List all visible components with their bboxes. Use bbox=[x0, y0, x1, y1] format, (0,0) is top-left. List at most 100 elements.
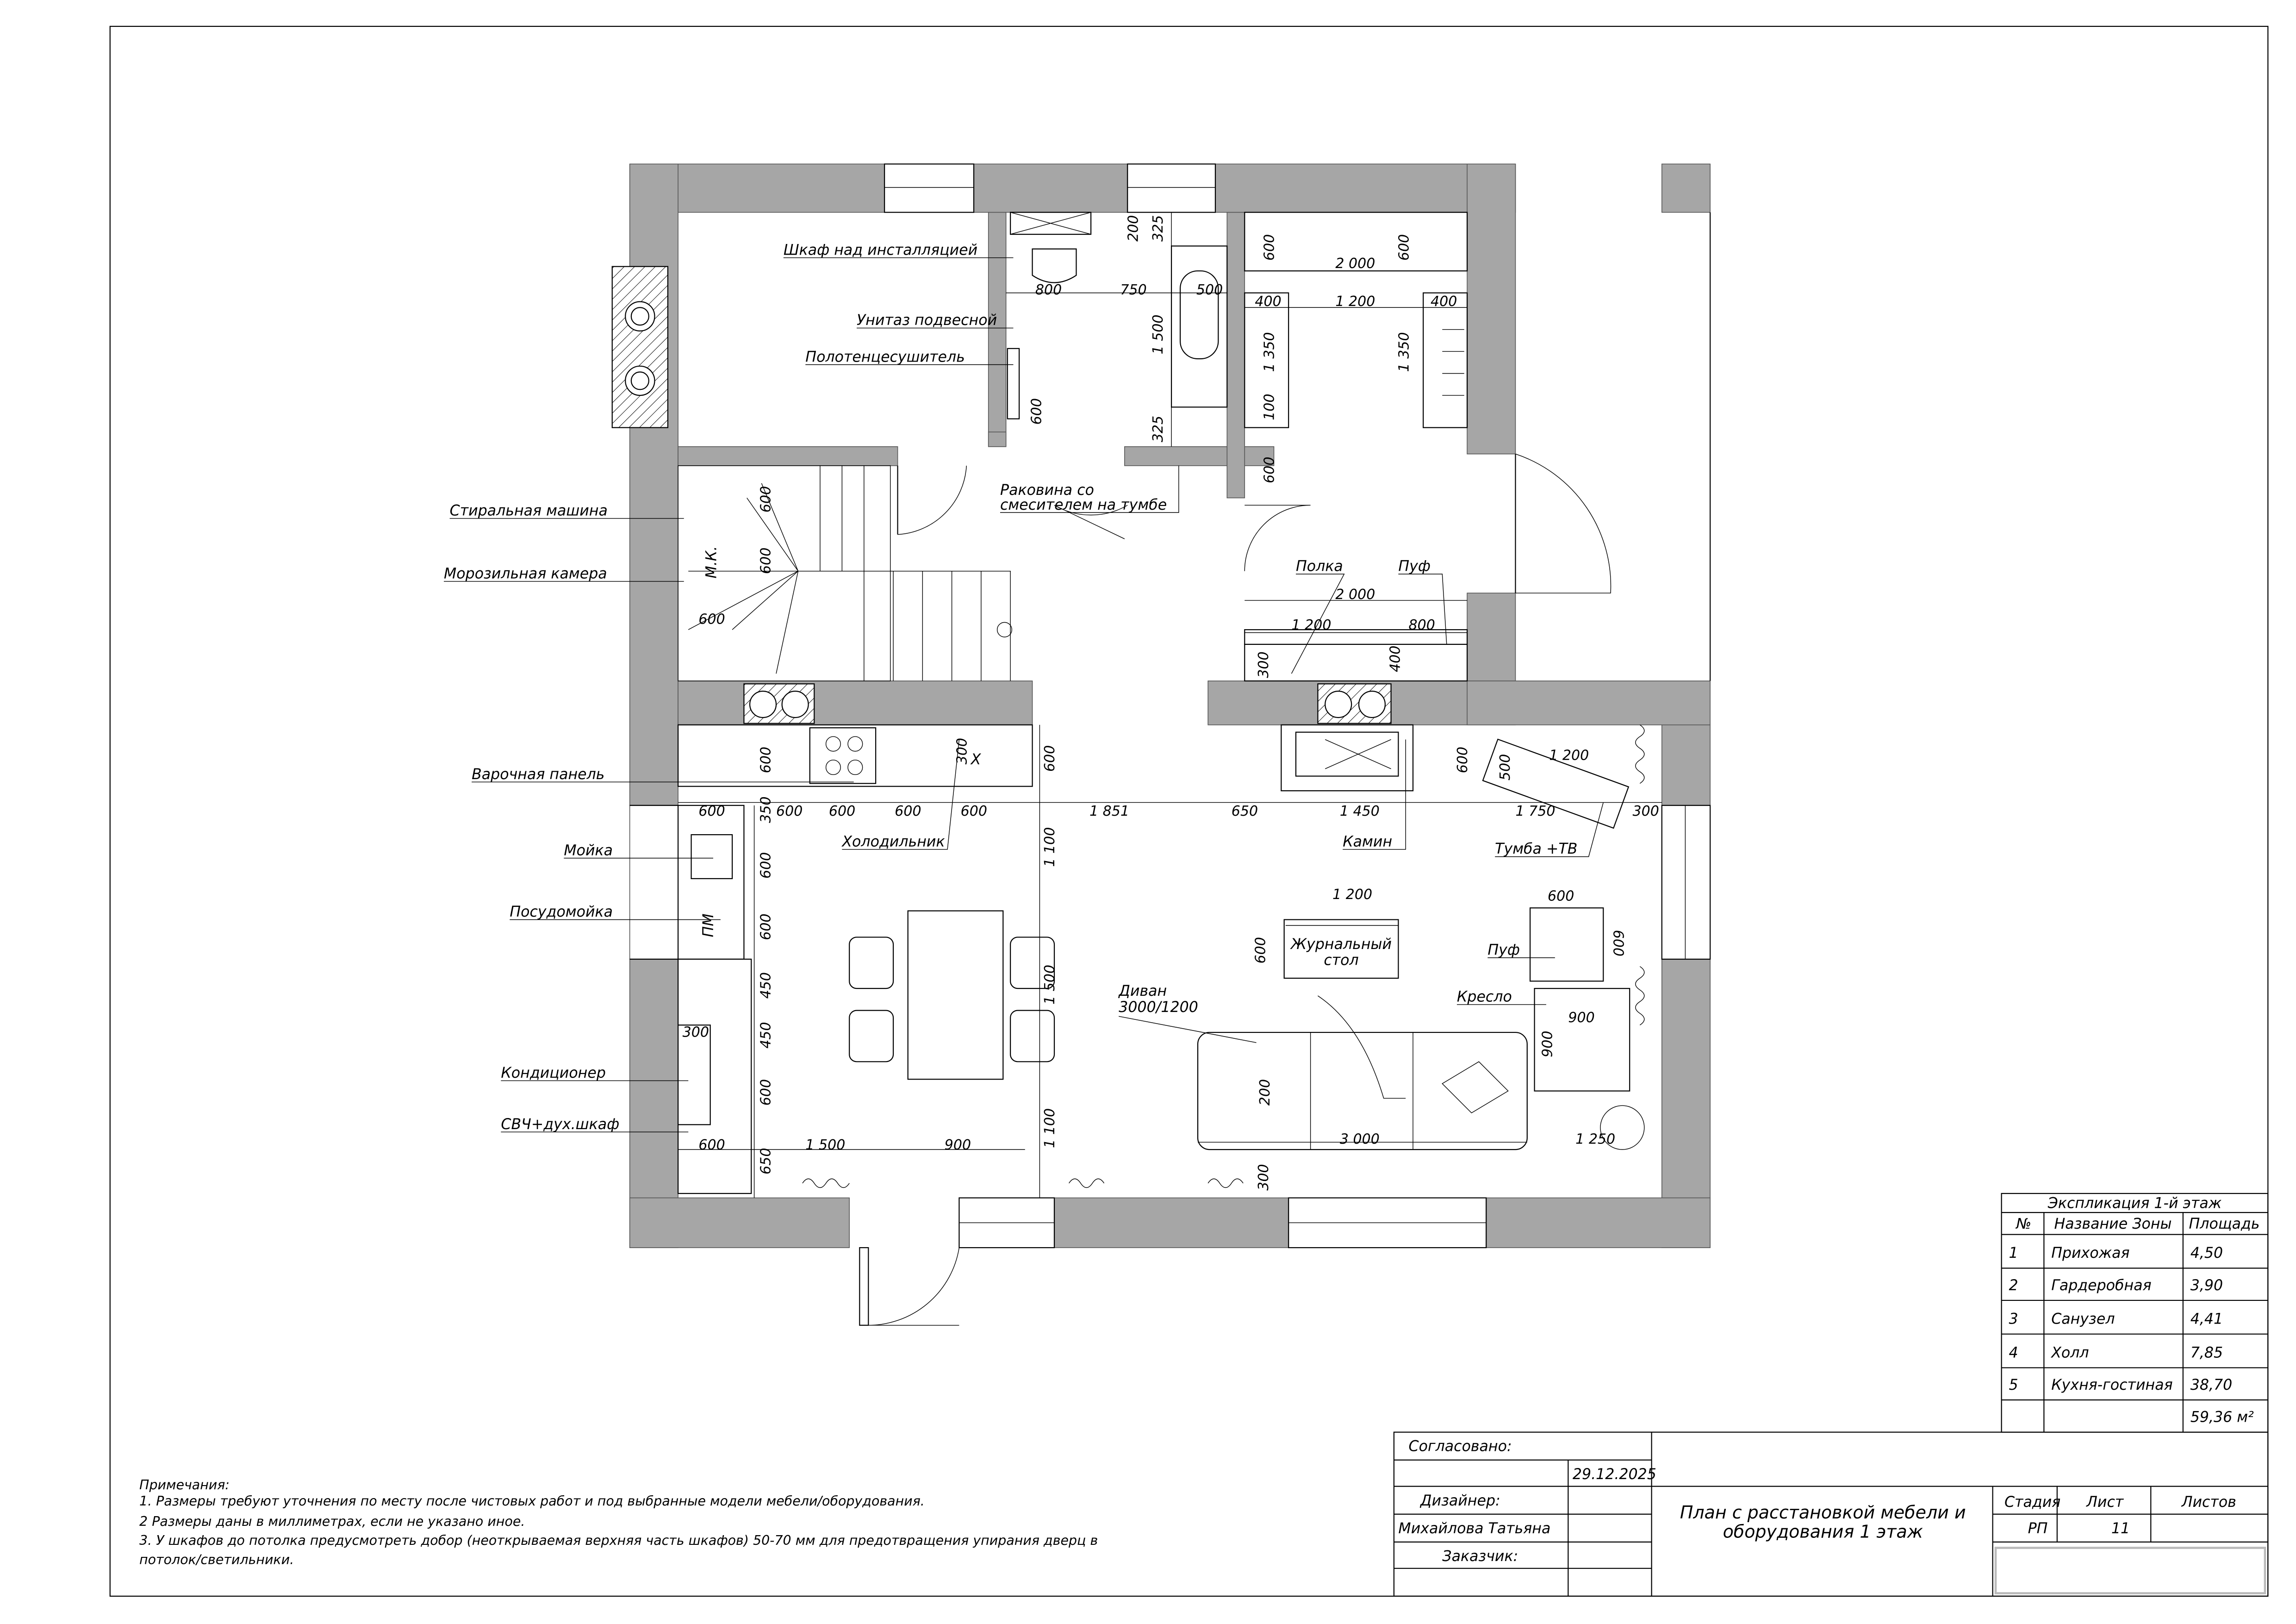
note-item: 2 Размеры даны в миллиметрах, если не ук… bbox=[139, 1514, 525, 1529]
dim: 600 bbox=[1042, 745, 1058, 772]
dim: 1 350 bbox=[1262, 332, 1278, 372]
dim: 1 200 bbox=[1291, 617, 1331, 633]
label-sofa-2: 3000/1200 bbox=[1119, 999, 1198, 1016]
label-dishwasher-tag: ПМ bbox=[700, 913, 717, 937]
label-freezer-tag: М.К. bbox=[703, 546, 720, 579]
label-fireplace: Камин bbox=[1343, 833, 1392, 850]
dim: 750 bbox=[1120, 282, 1146, 298]
label-toilet: Унитаз подвесной bbox=[857, 312, 997, 329]
label-fridge: Холодильник bbox=[841, 833, 945, 850]
row-area: 7,85 bbox=[2190, 1344, 2223, 1361]
dim: 900 bbox=[1568, 1010, 1594, 1026]
dim: 600 bbox=[758, 747, 774, 773]
dim: 600 bbox=[698, 803, 725, 819]
row-no: 2 bbox=[2009, 1277, 2018, 1294]
leader-lines bbox=[443, 257, 1604, 1132]
label-cabinet: Шкаф над инсталляцией bbox=[784, 242, 977, 258]
plan-labels: Шкаф над инсталляцией Унитаз подвесной П… bbox=[444, 242, 1578, 1132]
dim: 600 bbox=[895, 803, 921, 819]
dim: 300 bbox=[1256, 651, 1272, 678]
dim: 1 450 bbox=[1340, 803, 1380, 819]
walls bbox=[629, 163, 1711, 1248]
label-sink: Раковина со bbox=[1000, 482, 1094, 499]
windows bbox=[884, 163, 1711, 1249]
row-name: Кухня-гостиная bbox=[2051, 1377, 2172, 1393]
header-name: Название Зоны bbox=[2054, 1216, 2172, 1232]
header-area: Площадь bbox=[2189, 1216, 2260, 1232]
dim: 600 bbox=[961, 803, 987, 819]
row-name: Прихожая bbox=[2051, 1245, 2129, 1262]
sheet-frame bbox=[109, 25, 2269, 1597]
dim: 600 bbox=[698, 612, 725, 628]
dim: 325 bbox=[1150, 416, 1166, 442]
row-no: 1 bbox=[2009, 1245, 2018, 1262]
label-coffee-table-2: стол bbox=[1324, 952, 1358, 969]
note-item: потолок/светильники. bbox=[139, 1552, 294, 1567]
row-no: 4 bbox=[2009, 1344, 2018, 1361]
designer-label: Дизайнер: bbox=[1419, 1493, 1500, 1509]
row-no: 5 bbox=[2009, 1377, 2018, 1393]
dim: 650 bbox=[758, 1148, 774, 1174]
wardrobe bbox=[1244, 212, 1468, 681]
header-no: № bbox=[2015, 1216, 2031, 1232]
dim: 300 bbox=[954, 738, 970, 764]
dim: 600 bbox=[758, 852, 774, 879]
dim: 3 000 bbox=[1340, 1131, 1380, 1147]
dim: 600 bbox=[1610, 930, 1626, 956]
label-sink-2: смесителем на тумбе bbox=[1000, 497, 1167, 513]
label-shelf: Полка bbox=[1296, 558, 1343, 575]
dim: 400 bbox=[1388, 646, 1404, 672]
dim: 800 bbox=[1035, 282, 1062, 298]
label-pouf-living: Пуф bbox=[1487, 942, 1520, 958]
label-towel-warmer: Полотенцесушитель bbox=[805, 349, 965, 365]
sheets-label: Листов bbox=[2181, 1494, 2236, 1511]
dim: 350 bbox=[758, 796, 774, 823]
dim: 600 bbox=[1396, 234, 1412, 261]
label-air-conditioner: Кондиционер bbox=[501, 1065, 606, 1081]
dim: 900 bbox=[1540, 1031, 1556, 1057]
dim: 500 bbox=[1196, 282, 1223, 298]
label-kitchen-sink: Мойка bbox=[564, 842, 613, 859]
label-fridge-tag: X bbox=[970, 751, 982, 768]
dimension-values: 200 325 800 750 500 1 500 600 325 600 2 … bbox=[683, 215, 1659, 1191]
row-area: 38,70 bbox=[2190, 1377, 2233, 1393]
dim: 200 bbox=[1125, 215, 1141, 242]
dim: 1 500 bbox=[1150, 314, 1166, 354]
dim: 650 bbox=[1232, 803, 1258, 819]
total-area: 59,36 м² bbox=[2190, 1409, 2254, 1425]
dim: 1 750 bbox=[1515, 803, 1555, 819]
dim: 1 200 bbox=[1332, 887, 1372, 903]
dim: 1 100 bbox=[1042, 1108, 1058, 1148]
dim: 600 bbox=[829, 803, 855, 819]
label-armchair: Кресло bbox=[1457, 989, 1512, 1006]
dim: 600 bbox=[776, 803, 803, 819]
dim: 900 bbox=[945, 1137, 971, 1153]
dim: 600 bbox=[1253, 937, 1269, 963]
dim: 1 851 bbox=[1089, 803, 1129, 819]
living-furniture bbox=[802, 724, 1645, 1188]
dim: 600 bbox=[758, 548, 774, 574]
label-coffee-table: Журнальный bbox=[1290, 936, 1392, 953]
dim: 600 bbox=[1262, 234, 1278, 261]
stage-label: Стадия bbox=[2004, 1494, 2060, 1511]
label-freezer: Морозильная камера bbox=[444, 565, 607, 582]
dim: 1 500 bbox=[805, 1137, 845, 1153]
label-washing-machine: Стиральная машина bbox=[450, 502, 608, 519]
dim: 1 200 bbox=[1549, 748, 1589, 764]
doors bbox=[859, 453, 1612, 1326]
label-dishwasher: Посудомойка bbox=[510, 904, 613, 920]
dim: 325 bbox=[1150, 215, 1166, 242]
label-sofa: Диван bbox=[1118, 983, 1167, 999]
dim: 2 000 bbox=[1335, 256, 1375, 272]
dim: 1 350 bbox=[1396, 332, 1412, 372]
chimney bbox=[611, 266, 1392, 724]
dim: 1 250 bbox=[1575, 1131, 1615, 1147]
dim: 2 000 bbox=[1335, 587, 1375, 603]
dim: 1 200 bbox=[1335, 294, 1375, 310]
label-hob: Варочная панель bbox=[472, 766, 604, 783]
dim: 600 bbox=[758, 913, 774, 940]
kitchen-furniture bbox=[678, 724, 1055, 1194]
staircase bbox=[678, 465, 1013, 681]
dim: 500 bbox=[1497, 754, 1513, 781]
row-no: 3 bbox=[2009, 1311, 2018, 1328]
